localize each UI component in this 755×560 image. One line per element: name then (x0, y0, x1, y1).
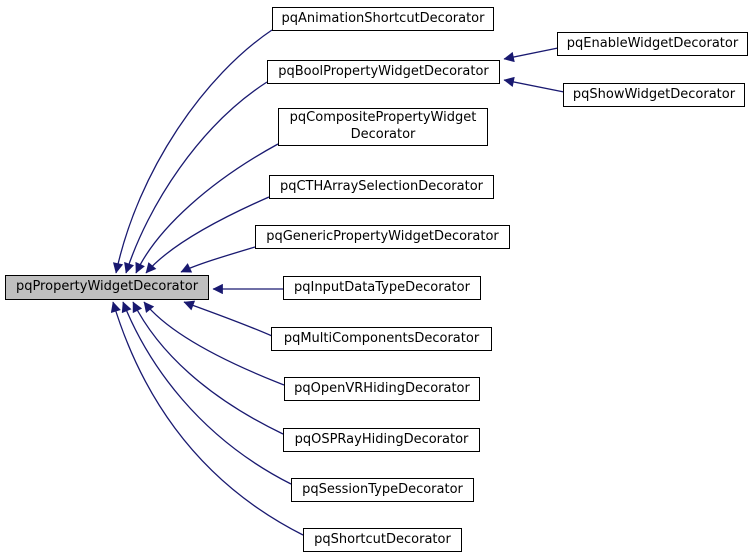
edge-cth-to-base (145, 196, 270, 274)
edge-show-to-bool (503, 76, 565, 93)
node-pq-input-data-type-decorator[interactable]: pqInputDataTypeDecorator (283, 276, 481, 300)
node-pq-generic-property-widget-decorator[interactable]: pqGenericPropertyWidgetDecorator (255, 225, 510, 249)
edge-session-to-base (121, 301, 292, 485)
node-pq-animation-shortcut-decorator[interactable]: pqAnimationShortcutDecorator (272, 7, 494, 31)
edge-bool-to-base (124, 81, 268, 274)
edge-composite-to-base (135, 143, 279, 274)
node-pq-show-widget-decorator[interactable]: pqShowWidgetDecorator (563, 83, 745, 107)
edge-multi-to-base (183, 300, 273, 337)
edge-ospray-to-base (132, 301, 284, 435)
node-pq-composite-property-widget-decorator[interactable]: pqCompositePropertyWidget Decorator (278, 108, 488, 146)
edge-generic-to-base (180, 246, 256, 273)
node-pq-cth-array-selection-decorator[interactable]: pqCTHArraySelectionDecorator (269, 175, 494, 199)
edge-animation-to-base (112, 29, 273, 274)
node-pq-bool-property-widget-decorator[interactable]: pqBoolPropertyWidgetDecorator (267, 60, 500, 84)
node-pq-shortcut-decorator[interactable]: pqShortcutDecorator (303, 528, 462, 552)
edge-openvr-to-base (143, 301, 285, 386)
node-pq-property-widget-decorator[interactable]: pqPropertyWidgetDecorator (5, 275, 209, 300)
node-pq-openvr-hiding-decorator[interactable]: pqOpenVRHidingDecorator (284, 377, 480, 401)
node-pq-enable-widget-decorator[interactable]: pqEnableWidgetDecorator (557, 32, 748, 56)
edge-enable-to-bool (503, 47, 559, 63)
node-pq-multi-components-decorator[interactable]: pqMultiComponentsDecorator (271, 327, 492, 351)
edge-shortcut-to-base (110, 301, 304, 536)
node-pq-ospray-hiding-decorator[interactable]: pqOSPRayHidingDecorator (283, 428, 480, 452)
node-pq-session-type-decorator[interactable]: pqSessionTypeDecorator (291, 478, 474, 502)
